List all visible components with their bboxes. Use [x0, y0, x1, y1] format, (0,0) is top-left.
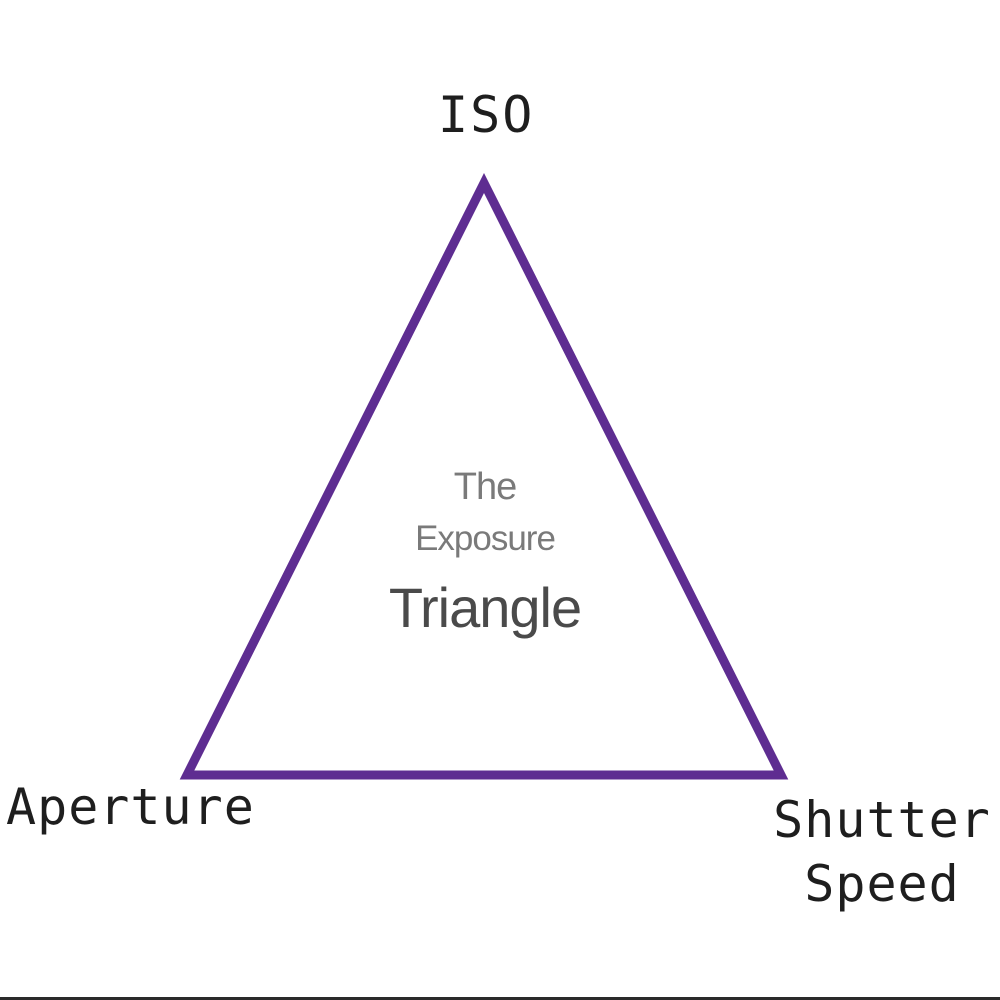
- vertex-label-aperture: Aperture: [6, 778, 255, 836]
- triangle-outline: [179, 172, 789, 780]
- vertex-label-shutter-line1: Shutter: [773, 791, 991, 849]
- bottom-border-line: [0, 997, 1000, 1000]
- center-title-line-2: Exposure: [415, 519, 556, 558]
- vertex-label-shutter-line2: Speed: [804, 855, 960, 913]
- vertex-label-shutter-speed: Shutter Speed: [764, 788, 1000, 916]
- center-title-line-3: Triangle: [388, 576, 582, 639]
- vertex-label-iso: ISO: [438, 86, 535, 144]
- center-title-line-1: The: [453, 466, 517, 508]
